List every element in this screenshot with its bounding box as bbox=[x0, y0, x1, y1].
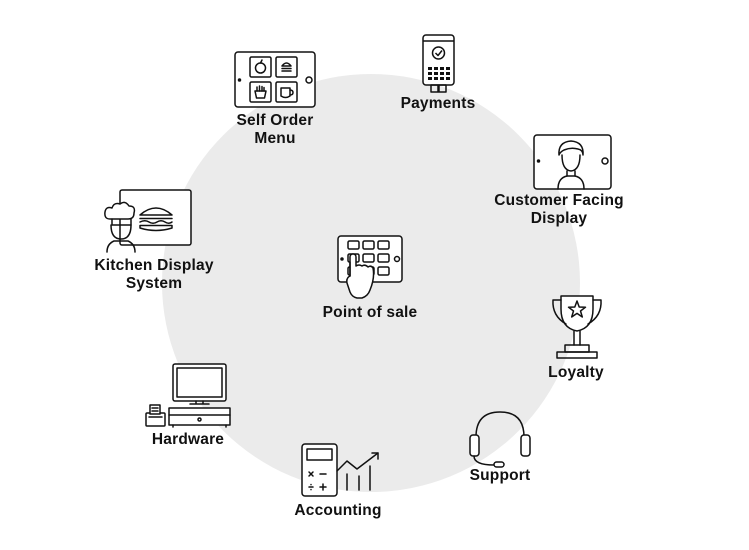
label-point-of-sale: Point of sale bbox=[322, 304, 418, 321]
label-kitchen-display-system: Kitchen Display System bbox=[84, 257, 224, 293]
label-customer-facing-display: Customer Facing Display bbox=[487, 192, 631, 228]
label-line: Display bbox=[530, 210, 588, 227]
label-support: Support bbox=[469, 467, 531, 484]
label-line: System bbox=[125, 275, 183, 292]
label-line: Kitchen Display bbox=[94, 257, 214, 274]
label-line: Menu bbox=[254, 130, 296, 147]
label-line: Customer Facing bbox=[494, 192, 624, 209]
label-accounting: Accounting bbox=[294, 502, 382, 519]
label-loyalty: Loyalty bbox=[548, 364, 604, 381]
label-payments: Payments bbox=[400, 95, 476, 112]
label-hardware: Hardware bbox=[151, 431, 225, 448]
label-line: Self Order bbox=[236, 112, 314, 129]
label-self-order-menu: Self Order Menu bbox=[215, 112, 335, 148]
